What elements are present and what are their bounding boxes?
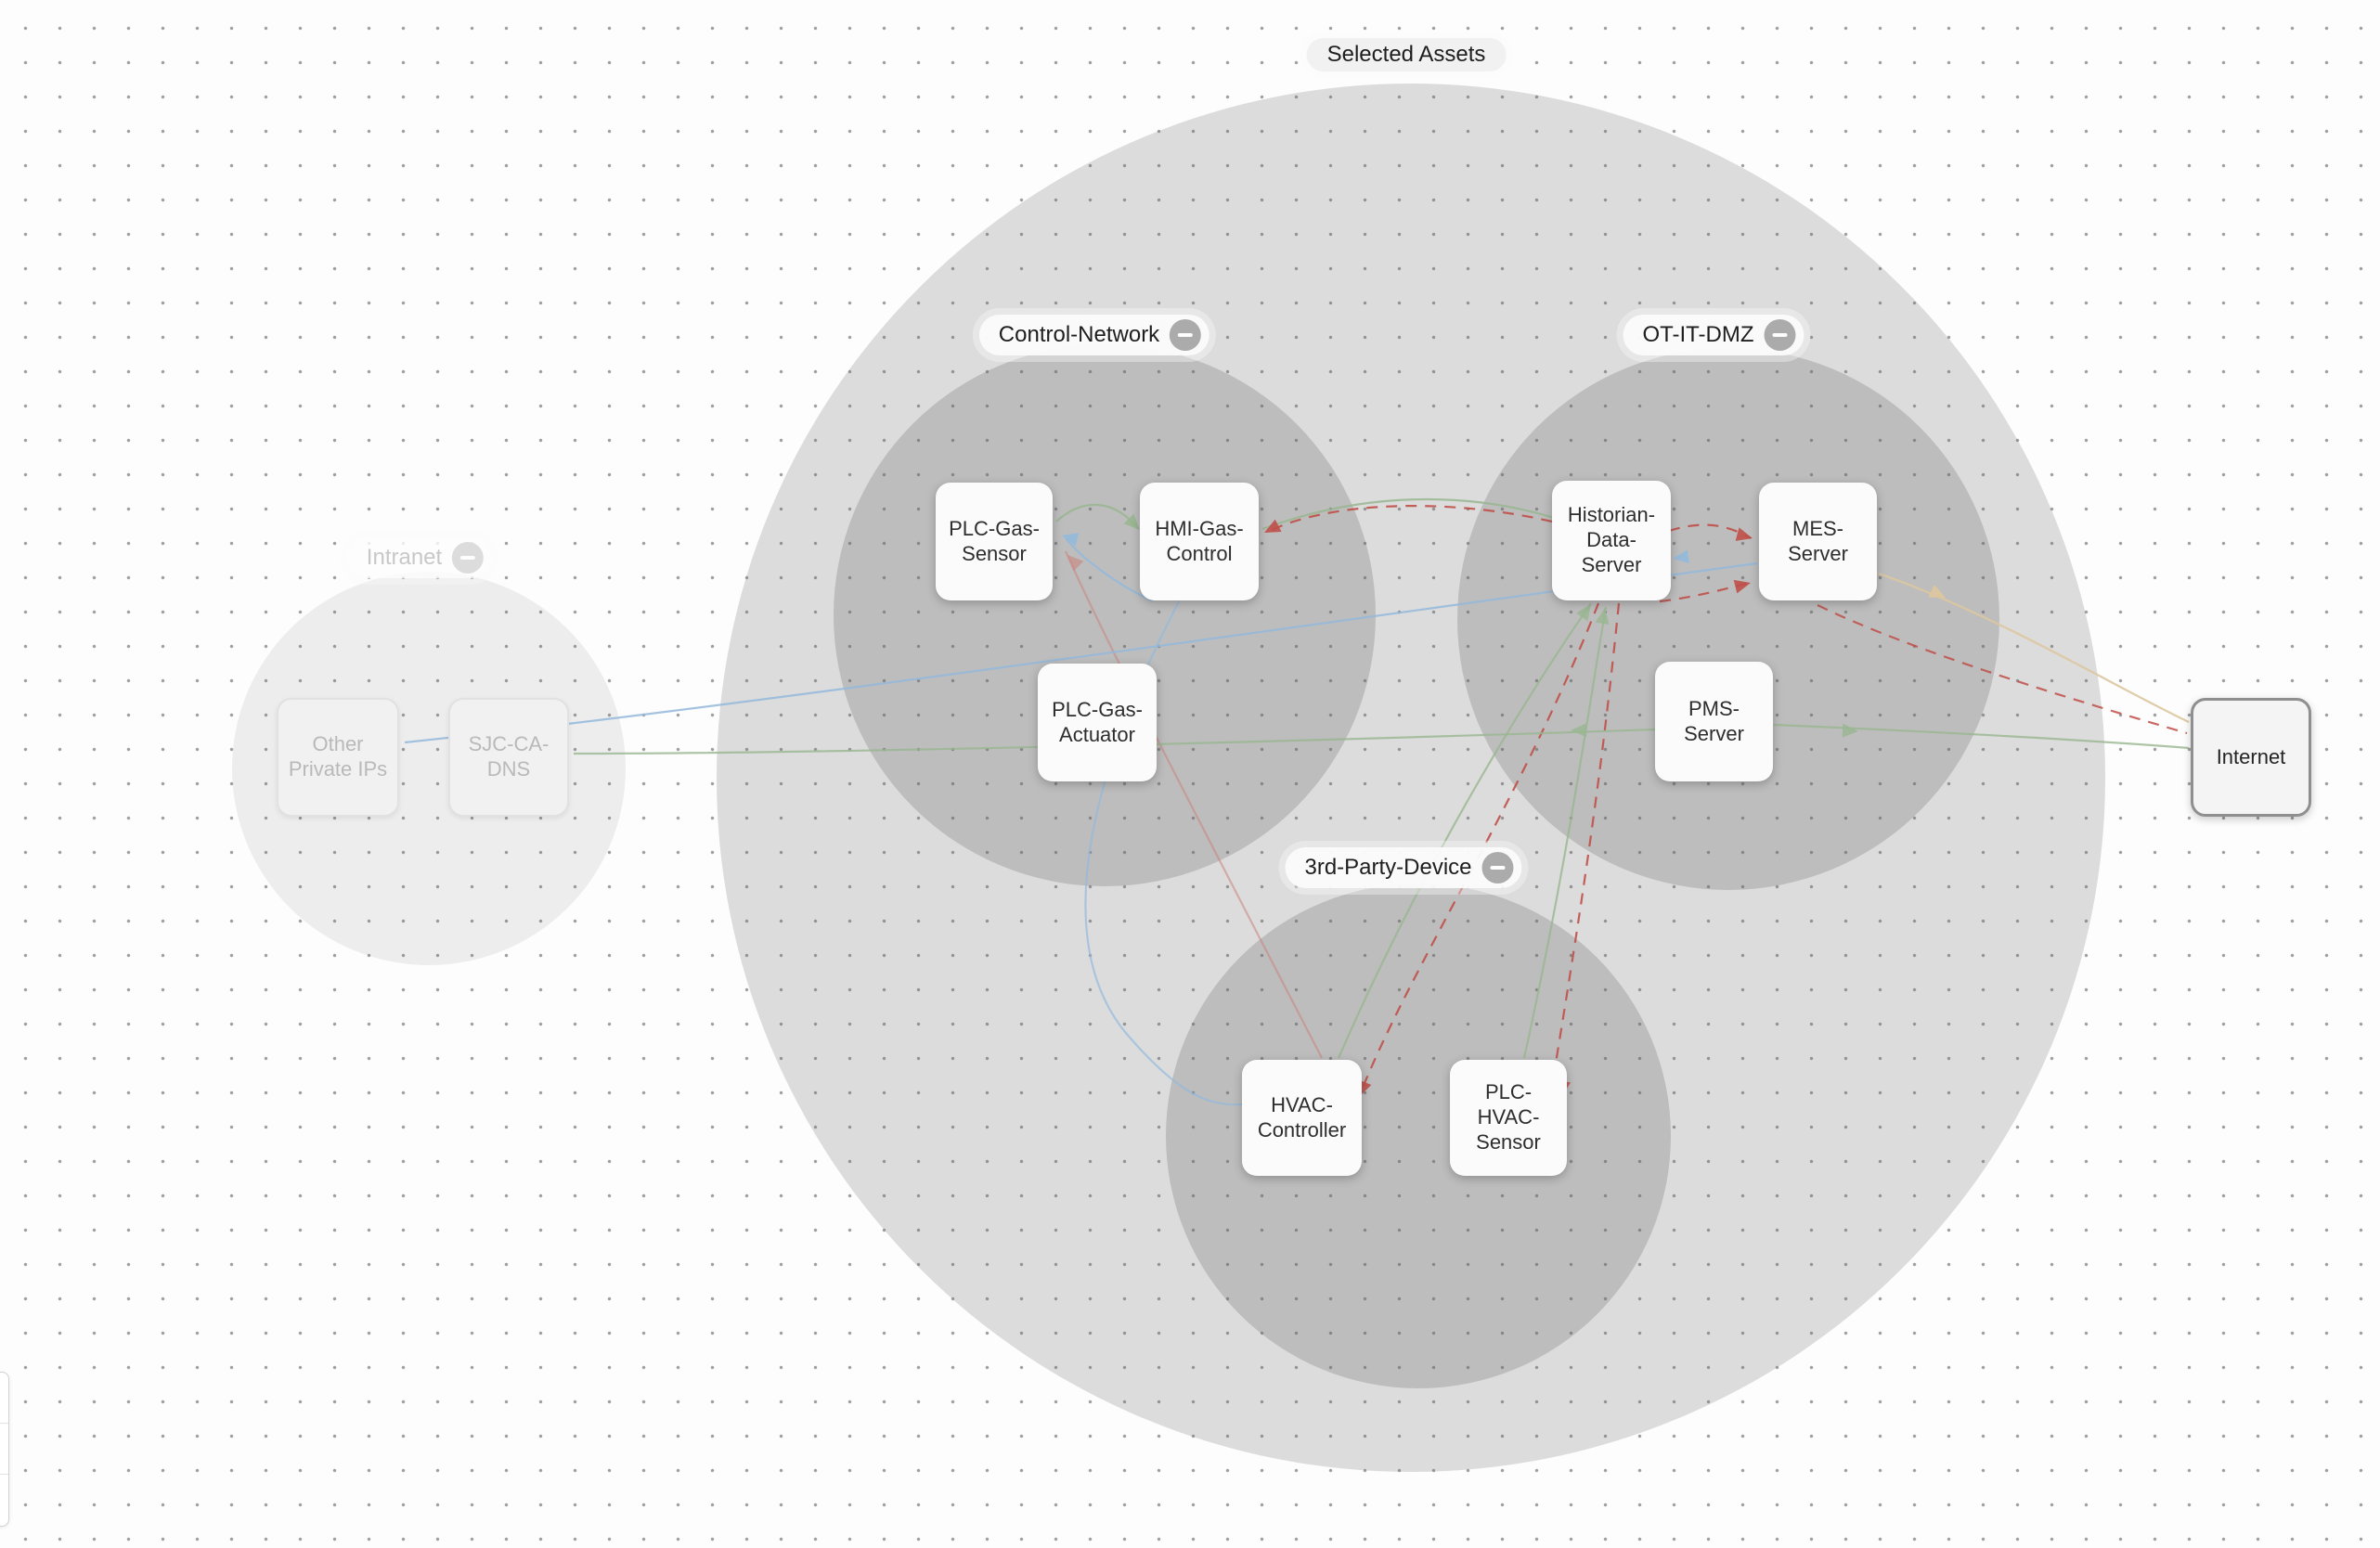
node-hmi-gas-control[interactable]: HMI-Gas-Control bbox=[1140, 483, 1259, 600]
edge-hvac-to-plc-gas-sensor[interactable] bbox=[1064, 550, 1323, 1059]
node-mes-server[interactable]: MES-Server bbox=[1759, 483, 1877, 600]
collapse-minus-icon[interactable] bbox=[1170, 319, 1202, 351]
group-label-ot-it-dmz[interactable]: OT-IT-DMZ bbox=[1623, 315, 1804, 355]
group-label-text: Selected Assets bbox=[1326, 42, 1486, 67]
node-label: PLC-Gas-Actuator bbox=[1052, 697, 1143, 746]
toolbar-cell[interactable] bbox=[0, 1373, 8, 1424]
group-label-selected-assets[interactable]: Selected Assets bbox=[1306, 38, 1507, 71]
node-other-private-ips[interactable]: Other Private IPs bbox=[277, 698, 399, 817]
group-label-text: 3rd-Party-Device bbox=[1304, 855, 1472, 880]
edge-historian-to-plc-hvac-sensor[interactable] bbox=[1548, 602, 1621, 1098]
edge-hmi-to-plc-gas-sensor[interactable] bbox=[1065, 537, 1154, 602]
node-label: Internet bbox=[2216, 744, 2286, 768]
toolbar-cell[interactable] bbox=[0, 1424, 8, 1475]
node-label: HMI-Gas-Control bbox=[1155, 516, 1244, 565]
node-historian-data-server[interactable]: Historian-Data-Server bbox=[1552, 481, 1671, 600]
node-label: PMS-Server bbox=[1684, 696, 1744, 745]
node-label: PLC-HVAC-Sensor bbox=[1476, 1080, 1541, 1154]
toolbar-cell[interactable] bbox=[0, 1475, 8, 1526]
group-label-text: Intranet bbox=[366, 545, 443, 570]
group-label-control-network[interactable]: Control-Network bbox=[978, 315, 1210, 355]
edge-historian-to-mes-lower[interactable] bbox=[1659, 581, 1750, 603]
edge-pms-to-internet[interactable] bbox=[1773, 723, 2190, 750]
edge-mes-to-internet-alert[interactable] bbox=[1817, 604, 2188, 735]
edge-historian-to-hmi[interactable] bbox=[1265, 505, 1553, 534]
group-label-third-party-device[interactable]: 3rd-Party-Device bbox=[1285, 847, 1522, 888]
group-label-text: OT-IT-DMZ bbox=[1642, 322, 1754, 347]
edge-historian-to-mes-upper[interactable] bbox=[1668, 523, 1752, 539]
group-label-text: Control-Network bbox=[998, 322, 1160, 347]
node-label: Other Private IPs bbox=[288, 732, 388, 780]
node-sjc-ca-dns[interactable]: SJC-CA-DNS bbox=[448, 698, 569, 817]
edge-plc-gas-sensor-to-hmi[interactable] bbox=[1055, 503, 1139, 530]
node-hvac-controller[interactable]: HVAC-Controller bbox=[1242, 1060, 1362, 1176]
node-label: MES-Server bbox=[1788, 516, 1848, 565]
edge-plc-hvac-to-historian[interactable] bbox=[1522, 606, 1608, 1059]
node-internet[interactable]: Internet bbox=[2191, 698, 2311, 817]
edge-hvac-to-historian[interactable] bbox=[1337, 602, 1592, 1059]
node-plc-gas-sensor[interactable]: PLC-Gas-Sensor bbox=[936, 483, 1053, 600]
node-label: SJC-CA-DNS bbox=[468, 732, 550, 780]
left-toolbar-clipped[interactable] bbox=[0, 1372, 9, 1527]
node-label: Historian-Data-Server bbox=[1567, 503, 1656, 576]
edge-hmi-to-historian[interactable] bbox=[1261, 497, 1577, 531]
collapse-minus-icon[interactable] bbox=[452, 542, 485, 574]
node-pms-server[interactable]: PMS-Server bbox=[1655, 662, 1773, 781]
collapse-minus-icon[interactable] bbox=[1481, 852, 1514, 884]
node-plc-hvac-sensor[interactable]: PLC-HVAC-Sensor bbox=[1450, 1060, 1567, 1176]
node-label: PLC-Gas-Sensor bbox=[949, 516, 1040, 565]
group-label-intranet[interactable]: Intranet bbox=[346, 537, 493, 578]
edge-mes-to-internet-ext[interactable] bbox=[1878, 572, 2190, 723]
node-plc-gas-actuator[interactable]: PLC-Gas-Actuator bbox=[1038, 664, 1157, 781]
collapse-minus-icon[interactable] bbox=[1764, 319, 1796, 351]
node-label: HVAC-Controller bbox=[1257, 1092, 1347, 1142]
